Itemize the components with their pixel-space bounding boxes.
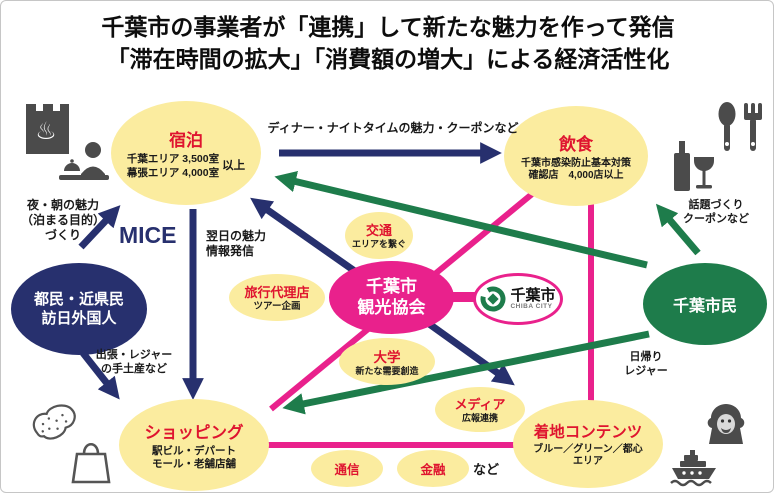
label-souvenir: 出張・レジャー の手土産など: [95, 349, 173, 375]
arrow-citizens-to-dining: [655, 203, 701, 256]
label-night-morning: 夜・朝の魅力 （泊まる目的） づくり: [20, 198, 105, 242]
node-local-content-title: 着地コンテンツ: [533, 423, 643, 441]
hub-line2: 観光協会: [357, 297, 426, 317]
arrow-mice-to-lodging: [78, 205, 121, 250]
arrow-citizens-to-lodging: [274, 170, 648, 269]
node-local-content-line1: ブルー／グリーン／都心: [533, 443, 643, 455]
node-media-line1: 広報連携: [461, 413, 498, 424]
arrow-citizens-to-shopping: [282, 330, 650, 415]
hub-line1: 千葉市: [366, 277, 417, 297]
node-shopping: ショッピング 駅ビル・デパート モール・老舗店舗: [119, 399, 269, 491]
title-line-2: 「滞在時間の拡大」「消費額の増大」による経済活性化: [106, 46, 670, 73]
city-logo-name: 千葉市: [510, 286, 556, 304]
node-shopping-line1: 駅ビル・デパート: [152, 444, 236, 457]
node-lodging-line1: 千葉エリア 3,500室: [126, 153, 220, 166]
node-finance-title: 金融: [420, 463, 446, 477]
label-dinner-coupon: ディナー・ナイトタイムの魅力・クーポンなど: [267, 121, 519, 135]
node-transport-line1: エリアを繋ぐ: [351, 239, 406, 250]
node-shopping-line2: モール・老舗店舗: [152, 458, 236, 470]
shopping-bag-icon: [67, 439, 115, 492]
gorilla-icon: [703, 401, 749, 454]
node-media: メディア 広報連携: [435, 387, 525, 432]
chiba-city-emblem-icon: [480, 286, 506, 312]
node-telecom-title: 通信: [334, 463, 360, 477]
label-day-trip: 日帰り レジャー: [624, 351, 668, 377]
peanut-icon: [22, 395, 91, 459]
node-dining: 飲食 千葉市感染防止基本対策 確認店 4,000店以上: [504, 106, 648, 206]
node-lodging-title: 宿泊: [169, 131, 203, 151]
label-mice: MICE: [119, 222, 177, 248]
node-university: 大学 新たな需要創造: [339, 338, 435, 385]
city-logo-subtitle: CHIBA CITY: [510, 302, 553, 310]
node-telecom: 通信: [311, 450, 383, 487]
node-shopping-title: ショッピング: [144, 423, 244, 442]
svg-text:♨: ♨: [35, 117, 57, 145]
actor-visitors: 都民・近県民 訪日外国人: [11, 263, 147, 355]
actor-citizens: 千葉市民: [643, 263, 767, 345]
label-next-day-info: 翌日の魅力 情報発信: [206, 229, 267, 258]
node-university-line1: 新たな需要創造: [355, 365, 419, 376]
label-etc: など: [473, 462, 500, 477]
label-topic-coupon: 話題づくり クーポンなど: [683, 199, 749, 225]
node-local-content: 着地コンテンツ ブルー／グリーン／都心 エリア: [513, 400, 663, 488]
node-travel-agency: 旅行代理店 ツアー企画: [229, 274, 325, 321]
node-transport-title: 交通: [365, 223, 392, 239]
wine-icon: [667, 137, 715, 200]
arrow-visitors-to-shopping: [80, 350, 120, 400]
node-local-content-line2: エリア: [573, 456, 603, 467]
hub-tourism-association: 千葉市 観光協会: [329, 261, 454, 334]
actor-visitors-line2: 訪日外国人: [41, 310, 117, 327]
onsen-building-icon: ♨: [23, 101, 69, 162]
node-lodging: 宿泊 千葉エリア 3,500室 幕張エリア 4,000室 以上: [111, 101, 261, 205]
node-finance: 金融: [397, 450, 469, 487]
node-university-title: 大学: [373, 349, 401, 365]
node-dining-line1: 千葉市感染防止基本対策: [521, 157, 631, 169]
ship-icon: [669, 449, 719, 492]
page-title: 千葉市の事業者が「連携」して新たな魅力を作って発信 「滞在時間の拡大」「消費額の…: [1, 11, 773, 75]
node-travel-agency-line1: ツアー企画: [253, 301, 301, 313]
node-media-title: メディア: [454, 397, 506, 413]
title-line-1: 千葉市の事業者が「連携」して新たな魅力を作って発信: [101, 14, 675, 40]
node-transport: 交通 エリアを繋ぐ: [345, 212, 413, 259]
node-lodging-suffix: 以上: [222, 160, 246, 173]
actor-citizens-label: 千葉市民: [672, 298, 737, 315]
cutlery-icon: [713, 101, 763, 160]
node-dining-line2: 確認店 4,000店以上: [528, 170, 624, 181]
city-logo-ellipse: 千葉市 CHIBA CITY: [473, 273, 563, 325]
node-lodging-line2: 幕張エリア 4,000室: [126, 166, 220, 179]
actor-visitors-line1: 都民・近県民: [33, 290, 124, 308]
concierge-icon: [57, 137, 111, 192]
node-travel-agency-title: 旅行代理店: [244, 285, 310, 301]
node-dining-title: 飲食: [559, 134, 593, 154]
